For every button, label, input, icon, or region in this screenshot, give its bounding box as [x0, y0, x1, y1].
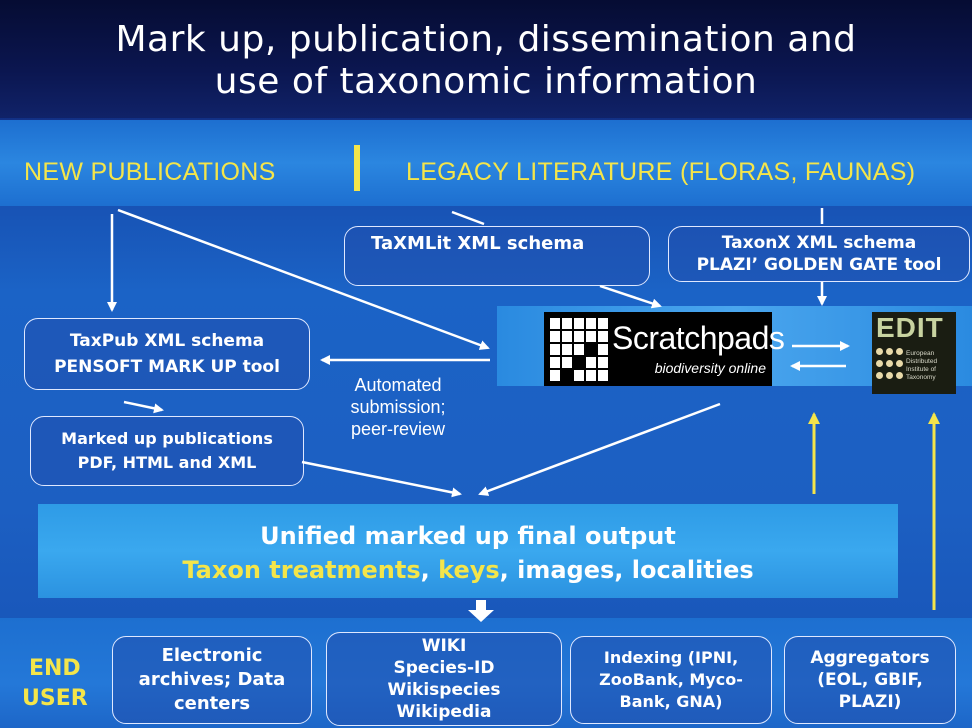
- end-box-4-line-2: (EOL, GBIF,: [817, 670, 923, 690]
- indexing-box: Indexing (IPNI, ZooBank, Myco- Bank, GNA…: [570, 636, 772, 724]
- automated-submission-text: Automated submission; peer-review: [338, 374, 458, 440]
- arrow-taxmlit-to-scratchpads: [599, 284, 662, 309]
- end-box-2-line-1: WIKI: [421, 636, 467, 656]
- arrow-scratchpads-to-unified: [478, 402, 721, 496]
- legacy-literature-header: LEGACY LITERATURE (FLORAS, FAUNAS): [406, 158, 916, 186]
- taxon-treatments-text: Taxon treatments: [182, 556, 421, 584]
- end-box-2-line-2: Species-ID: [393, 658, 495, 678]
- slide-title-line-1: Mark up, publication, dissemination and: [115, 19, 857, 60]
- arrow-unified-to-end-user: [468, 600, 494, 622]
- end-box-2-line-4: Wikipedia: [396, 702, 492, 722]
- keys-text: keys: [438, 556, 500, 584]
- scratchpads-grid-icon: [550, 318, 608, 381]
- arrow-newpub-to-scratchpads: [117, 208, 490, 350]
- scratchpads-tagline: biodiversity online: [654, 360, 766, 376]
- new-publications-header: NEW PUBLICATIONS: [24, 158, 276, 186]
- end-box-1-line-3: centers: [173, 693, 251, 714]
- taxonx-box: TaxonX XML schema PLAZI’ GOLDEN GATE too…: [668, 226, 970, 282]
- edit-dots-icon: [876, 348, 906, 390]
- marked-up-line-1: Marked up publications: [61, 429, 273, 448]
- end-box-2-line-3: Wikispecies: [387, 680, 501, 700]
- arrow-legacy-to-taxmlit: [451, 210, 485, 226]
- unified-output-details: Taxon treatments, keys, images, localiti…: [38, 556, 898, 584]
- taxmlit-label: TaXMLit XML schema: [371, 233, 585, 254]
- automated-line-3: peer-review: [350, 419, 446, 439]
- end-box-3-line-2: ZooBank, Myco-: [599, 670, 743, 689]
- marked-up-line-2: PDF, HTML and XML: [77, 453, 257, 472]
- end-user-label: END USER: [22, 654, 88, 714]
- end-box-3-line-1: Indexing (IPNI,: [603, 648, 739, 667]
- taxpub-box: TaxPub XML schema PENSOFT MARK UP tool: [24, 318, 310, 390]
- end-user-line-1: END: [28, 656, 81, 681]
- taxpub-line-2: PENSOFT MARK UP tool: [54, 357, 280, 377]
- edit-subtitle: European Distributed Institute of Taxono…: [906, 350, 938, 381]
- wiki-box: WIKI Species-ID Wikispecies Wikipedia: [326, 632, 562, 726]
- arrow-taxpub-to-marked-up: [123, 400, 164, 414]
- header-separator: [354, 145, 360, 191]
- slide-title-line-2: use of taxonomic information: [214, 61, 758, 102]
- end-box-4-line-1: Aggregators: [810, 648, 930, 668]
- marked-up-publications-box: Marked up publications PDF, HTML and XML: [30, 416, 304, 486]
- taxonx-line-1: TaxonX XML schema: [721, 233, 917, 253]
- scratchpads-logo: Scratchpads biodiversity online: [544, 312, 785, 386]
- images-localities-text: , images, localities: [499, 556, 754, 584]
- unified-output-title: Unified marked up final output: [260, 522, 676, 550]
- automated-line-2: submission;: [350, 397, 446, 417]
- edit-logo: EDIT European Distributed Institute of T…: [872, 312, 956, 394]
- electronic-archives-box: Electronic archives; Data centers: [112, 636, 312, 724]
- end-box-4-line-3: PLAZI): [838, 692, 902, 712]
- arrow-marked-up-to-unified: [301, 460, 462, 498]
- end-box-3-line-3: Bank, GNA): [619, 692, 723, 711]
- end-box-1-line-2: archives; Data: [138, 669, 286, 690]
- aggregators-box: Aggregators (EOL, GBIF, PLAZI): [784, 636, 956, 724]
- title-band: [0, 0, 972, 118]
- end-user-line-2: USER: [22, 686, 88, 711]
- automated-line-1: Automated: [354, 375, 442, 395]
- unified-output-band: [38, 504, 898, 598]
- header-band: [0, 120, 972, 206]
- taxonx-line-2: PLAZI’ GOLDEN GATE tool: [696, 255, 942, 275]
- comma-text: ,: [420, 556, 439, 584]
- taxmlit-box: TaXMLit XML schema: [344, 226, 650, 286]
- end-box-1-line-1: Electronic: [161, 645, 263, 666]
- scratchpads-name: Scratchpads: [612, 320, 785, 356]
- taxpub-line-1: TaxPub XML schema: [69, 331, 265, 351]
- edit-name: EDIT: [876, 312, 944, 343]
